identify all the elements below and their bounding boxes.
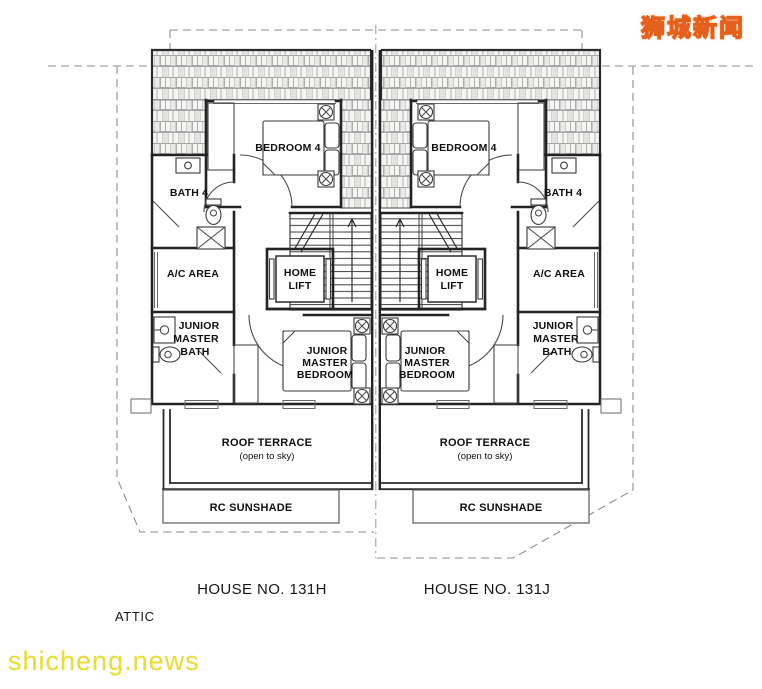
svg-text:BATH: BATH bbox=[542, 346, 571, 358]
label-bedroom4-right: BEDROOM 4 bbox=[431, 142, 496, 154]
label-bath4-right: BATH 4 bbox=[544, 187, 582, 199]
site-boundary bbox=[48, 25, 757, 559]
svg-text:HOME: HOME bbox=[284, 267, 316, 279]
label-ac-area-left: A/C AREA bbox=[167, 268, 219, 280]
svg-text:(open to sky): (open to sky) bbox=[240, 451, 295, 462]
svg-text:JUNIOR: JUNIOR bbox=[405, 345, 446, 357]
svg-text:MASTER: MASTER bbox=[533, 333, 579, 345]
svg-text:MASTER: MASTER bbox=[404, 357, 450, 369]
party-wall bbox=[371, 50, 381, 490]
watermark-shicheng-logo: 狮城新闻 bbox=[640, 14, 745, 42]
label-home-lift-left: HOME LIFT bbox=[284, 267, 316, 292]
label-junior-master-bath-left: JUNIOR MASTER BATH bbox=[173, 320, 219, 358]
svg-text:ROOF TERRACE: ROOF TERRACE bbox=[440, 437, 530, 449]
label-roof-terrace-left: ROOF TERRACE (open to sky) bbox=[222, 437, 312, 462]
watermark-shicheng-url: shicheng.news bbox=[8, 646, 200, 676]
svg-text:HOME: HOME bbox=[436, 267, 468, 279]
svg-text:LIFT: LIFT bbox=[289, 280, 312, 292]
label-home-lift-right: HOME LIFT bbox=[436, 267, 468, 292]
label-junior-master-bedroom-right: JUNIOR MASTER BEDROOM bbox=[399, 345, 455, 381]
svg-text:BEDROOM: BEDROOM bbox=[297, 369, 353, 381]
svg-text:BATH: BATH bbox=[180, 346, 209, 358]
label-bedroom4-left: BEDROOM 4 bbox=[255, 142, 320, 154]
house-right-number: HOUSE NO. 131J bbox=[424, 581, 550, 598]
label-rc-sunshade-right: RC SUNSHADE bbox=[460, 502, 543, 514]
label-ac-area-right: A/C AREA bbox=[533, 268, 585, 280]
svg-text:(open to sky): (open to sky) bbox=[458, 451, 513, 462]
label-bath4-left: BATH 4 bbox=[170, 187, 208, 199]
svg-text:JUNIOR: JUNIOR bbox=[533, 320, 574, 332]
svg-text:MASTER: MASTER bbox=[302, 357, 348, 369]
svg-text:MASTER: MASTER bbox=[173, 333, 219, 345]
svg-text:BEDROOM: BEDROOM bbox=[399, 369, 455, 381]
svg-text:JUNIOR: JUNIOR bbox=[307, 345, 348, 357]
svg-text:ROOF TERRACE: ROOF TERRACE bbox=[222, 437, 312, 449]
svg-text:LIFT: LIFT bbox=[441, 280, 464, 292]
label-roof-terrace-right: ROOF TERRACE (open to sky) bbox=[440, 437, 530, 462]
svg-text:JUNIOR: JUNIOR bbox=[179, 320, 220, 332]
house-left-number: HOUSE NO. 131H bbox=[197, 581, 327, 598]
label-junior-master-bedroom-left: JUNIOR MASTER BEDROOM bbox=[297, 345, 353, 381]
label-rc-sunshade-left: RC SUNSHADE bbox=[210, 502, 293, 514]
label-junior-master-bath-right: JUNIOR MASTER BATH bbox=[533, 320, 579, 358]
floor-label: ATTIC bbox=[115, 609, 155, 624]
